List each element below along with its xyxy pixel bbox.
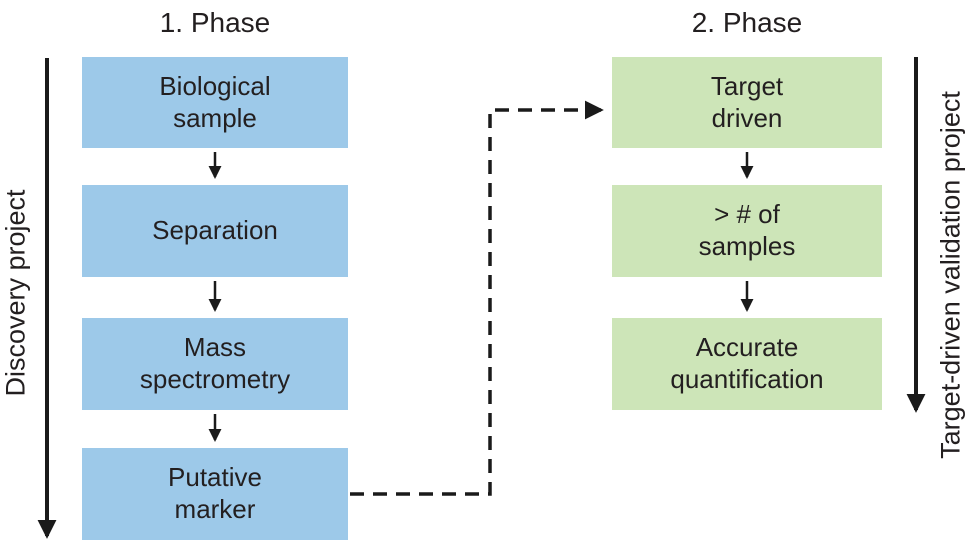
flow-box-accurate-quantification: Accurate quantification bbox=[612, 318, 882, 410]
flow-box-number-of-samples: > # of samples bbox=[612, 185, 882, 277]
flow-box-separation: Separation bbox=[82, 185, 348, 277]
dashed-connector-arrow bbox=[350, 100, 604, 496]
discovery-project-label: Discovery project bbox=[0, 189, 31, 397]
flow-box-mass-spectrometry: Mass spectrometry bbox=[82, 318, 348, 410]
flow-box-putative-marker: Putative marker bbox=[82, 448, 348, 540]
flow-box-biological-sample: Biological sample bbox=[82, 57, 348, 148]
flow-box-target-driven: Target driven bbox=[612, 57, 882, 148]
phase2-title: 2. Phase bbox=[691, 7, 803, 38]
validation-project-label: Target-driven validation project bbox=[935, 91, 966, 459]
phase1-title: 1. Phase bbox=[159, 7, 271, 38]
